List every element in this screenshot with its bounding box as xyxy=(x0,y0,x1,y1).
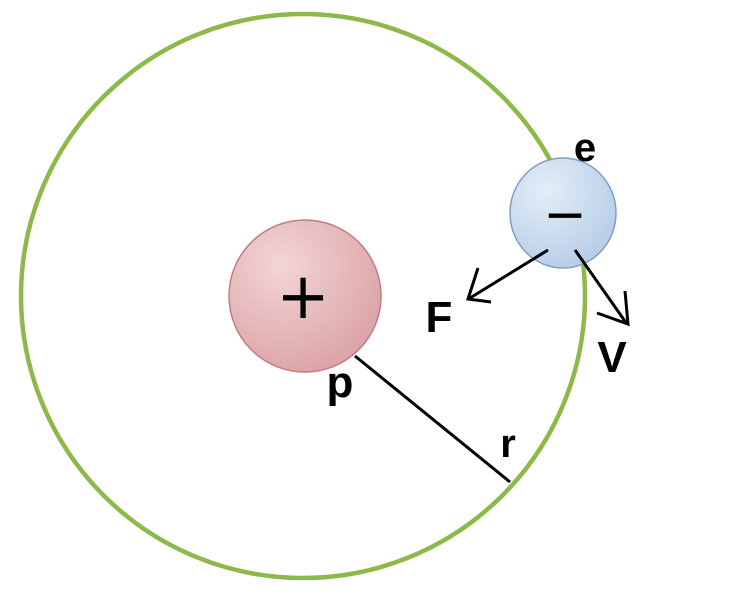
radius-label: r xyxy=(500,422,516,466)
force-arrow-shaft xyxy=(470,250,548,298)
force-arrow xyxy=(468,250,548,302)
velocity-label: V xyxy=(597,333,627,382)
radius-line xyxy=(355,356,510,482)
force-label: F xyxy=(426,293,453,342)
proton-charge-sign: + xyxy=(276,260,330,334)
electron-charge-sign: − xyxy=(543,185,587,245)
electron-label: e xyxy=(574,126,596,170)
proton-label: p xyxy=(327,358,354,407)
